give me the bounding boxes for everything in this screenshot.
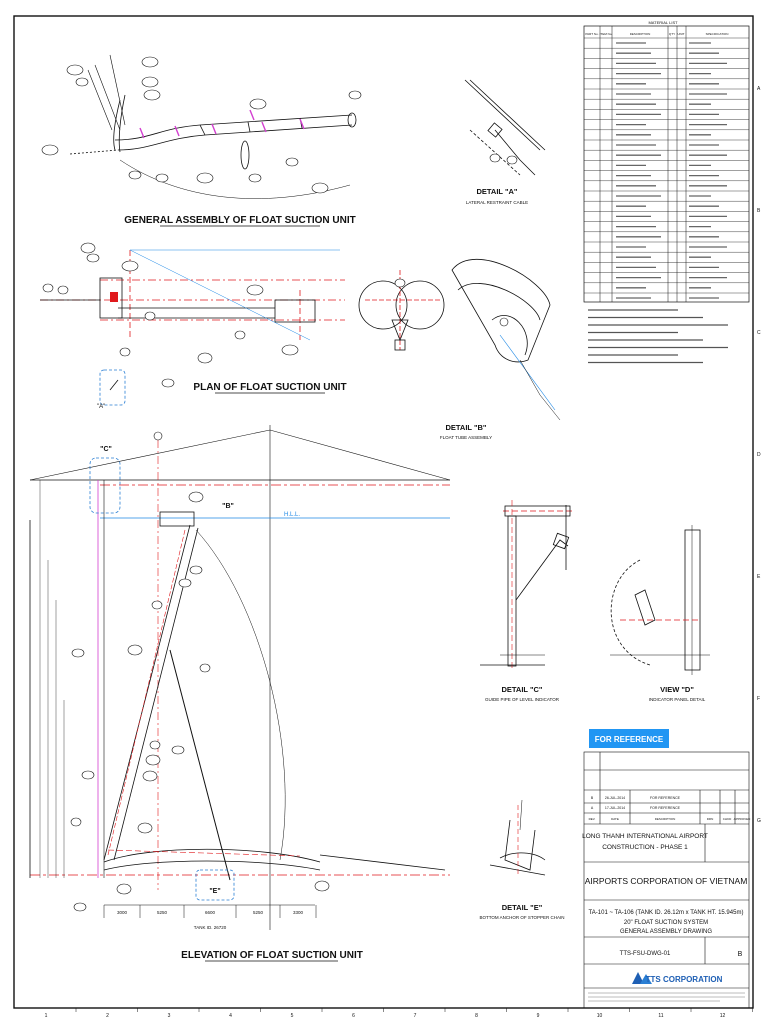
ml-header-qty: QTY (669, 32, 675, 36)
general-assembly-title: GENERAL ASSEMBLY OF FLOAT SUCTION UNIT (124, 215, 356, 226)
detail-c-view (480, 500, 575, 670)
border-letter-F: F (757, 696, 760, 702)
revision-letter: B (738, 951, 743, 958)
material-list-table: MATERIAL LIST PART No. ITEM No. DESCRIPT… (583, 20, 750, 303)
border-number-3: 3 (168, 1013, 171, 1019)
border-letter-A: A (757, 86, 761, 92)
detail-b-view (358, 258, 561, 421)
ml-header-description: DESCRIPTION (630, 32, 651, 36)
project-line-2: CONSTRUCTION - PHASE 1 (602, 844, 688, 851)
border-letter-G: G (757, 818, 761, 824)
detail-b-title: DETAIL "B" (445, 423, 486, 432)
border-letter-C: C (757, 330, 761, 336)
border-number-11: 11 (658, 1013, 663, 1019)
client-name: AIRPORTS CORPORATION OF VIETNAM (585, 876, 748, 886)
revision-header: DESCRIPTION (655, 817, 676, 821)
dimension-label: 5250 (157, 910, 168, 915)
view-d-view (610, 525, 710, 675)
revision-cell: FOR REFERENCE (650, 796, 681, 800)
revision-cell: B (591, 796, 594, 800)
drawing-title-3: GENERAL ASSEMBLY DRAWING (620, 929, 712, 935)
border-number-5: 5 (291, 1013, 294, 1019)
company-logo-icon (632, 972, 652, 984)
title-block (583, 751, 750, 1009)
drawing-title-2: 20" FLOAT SUCTION SYSTEM (624, 920, 708, 926)
revision-header: DATE (611, 817, 619, 821)
hll-label: H.L.L. (284, 512, 300, 518)
callout-b: "B" (222, 503, 234, 510)
border-number-7: 7 (414, 1013, 417, 1019)
border-number-12: 12 (720, 1013, 726, 1019)
material-list-title: MATERIAL LIST (648, 20, 678, 25)
border-number-9: 9 (537, 1013, 540, 1019)
border-number-4: 4 (229, 1013, 232, 1019)
detail-a-view (464, 79, 546, 176)
drawing-number: TTS-FSU-DWG-01 (620, 951, 671, 957)
dimension-label: 5250 (253, 910, 264, 915)
ml-header-item: ITEM No. (600, 32, 613, 36)
dimension-label: 3000 (117, 910, 128, 915)
plan-title: PLAN OF FLOAT SUCTION UNIT (193, 382, 346, 393)
dimension-label: 6600 (205, 910, 216, 915)
elevation-dimensions: 3000 5250 6600 5250 3300 (103, 905, 317, 918)
detail-e-subtitle: BOTTOM ANCHOR OF STOPPER CHAIN (479, 915, 564, 920)
revision-cell: 17-JUL-2014 (605, 806, 625, 810)
border-number-10: 10 (597, 1013, 603, 1019)
drawing-title-1: TA-101 ~ TA-106 (TANK ID. 26.12m x TANK … (589, 910, 744, 916)
project-line-1: LONG THANH INTERNATIONAL AIRPORT (582, 833, 708, 840)
callout-c: "C" (100, 446, 112, 453)
company-name: TTS CORPORATION (646, 975, 723, 984)
elevation-title: ELEVATION OF FLOAT SUCTION UNIT (181, 950, 363, 961)
for-reference-banner (589, 729, 669, 748)
detail-e-title: DETAIL "E" (502, 903, 543, 912)
detail-b-subtitle: FLOAT TUBE ASSEMBLY (440, 435, 492, 440)
revision-header: REV. (589, 817, 596, 821)
border-number-8: 8 (475, 1013, 478, 1019)
detail-a-subtitle: LATERAL RESTRAINT CABLE (466, 200, 528, 205)
border-letter-B: B (757, 208, 761, 214)
revision-header: APPROVED (734, 817, 752, 821)
for-reference-text: FOR REFERENCE (595, 735, 664, 744)
border-number-1: 1 (45, 1013, 48, 1019)
general-assembly-view (41, 54, 362, 199)
view-d-subtitle: INDICATOR PANEL DETAIL (649, 697, 706, 702)
ml-header-part: PART No. (585, 32, 598, 36)
revision-cell: FOR REFERENCE (650, 806, 681, 810)
general-notes (588, 309, 728, 364)
revision-cell: 26-JUL-2014 (605, 796, 625, 800)
view-d-title: VIEW "D" (660, 685, 694, 694)
border-number-6: 6 (352, 1013, 355, 1019)
ml-header-unit: UNIT (678, 32, 685, 36)
tank-dimension-label: TANK ID. 26720 (194, 925, 227, 930)
revision-header: CHKD (723, 817, 732, 821)
border-zone-letters: A B C D E F G (757, 86, 761, 824)
plan-view (40, 242, 345, 406)
callout-e: "E" (209, 888, 220, 895)
detail-c-title: DETAIL "C" (501, 685, 542, 694)
border-letter-D: D (757, 452, 761, 458)
disclaimer-lines (588, 992, 745, 1002)
detail-c-subtitle: GUIDE PIPE OF LEVEL INDICATOR (485, 697, 560, 702)
border-number-2: 2 (106, 1013, 109, 1019)
dimension-label: 3300 (293, 910, 304, 915)
callout-a-label: "A" (97, 404, 105, 410)
border-letter-E: E (757, 574, 761, 580)
revision-header: DRN (707, 817, 714, 821)
detail-e-view (489, 799, 546, 876)
detail-a-title: DETAIL "A" (476, 187, 517, 196)
ml-header-specification: SPECIFICATION (706, 32, 729, 36)
elevation-view (29, 425, 451, 930)
revision-cell: A (591, 806, 594, 810)
